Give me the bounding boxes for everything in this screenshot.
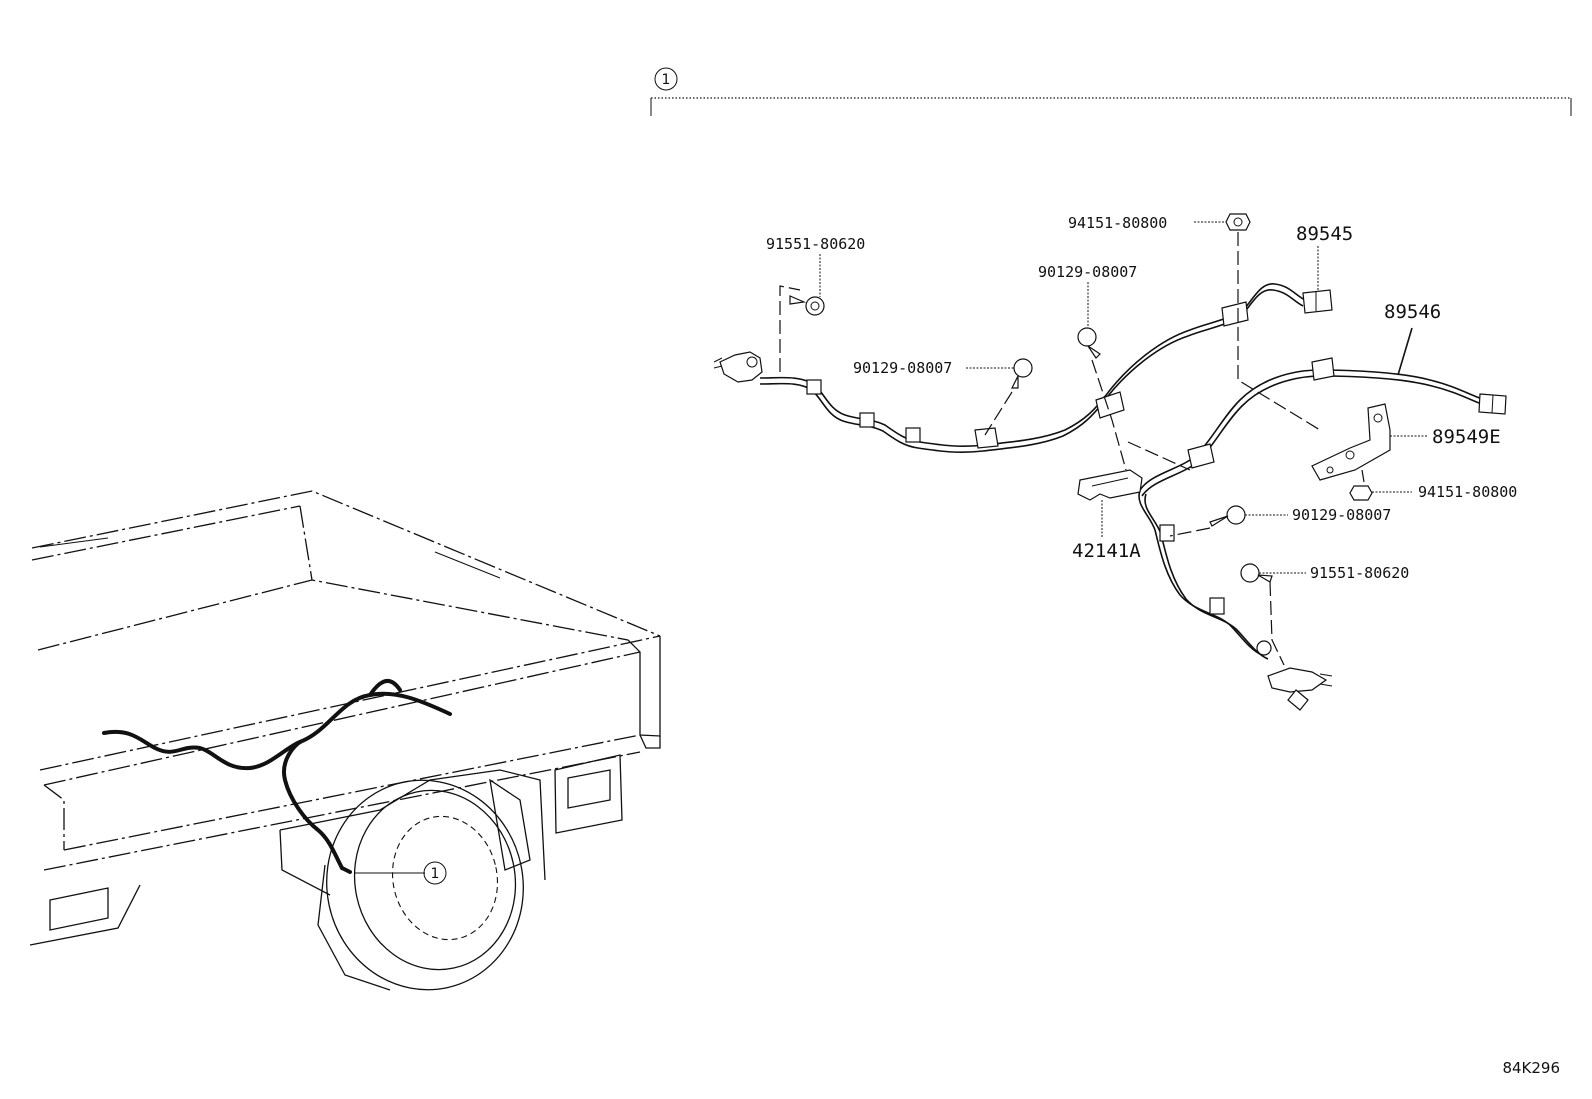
reference-code: 84K296 [1502, 1059, 1560, 1077]
truck-bed-illustration: 1 [29, 490, 661, 991]
label-42141A: 42141A [1072, 540, 1141, 562]
leader-lines [819, 221, 1428, 574]
label-90129-08007-right: 90129-08007 [1292, 506, 1391, 524]
nut-94151-80800-top-icon [1225, 213, 1251, 231]
bolt-90129-08007-mid-icon [1011, 358, 1033, 389]
assembly-callout-number: 1 [662, 72, 671, 88]
label-94151-80800-top: 94151-80800 [1068, 214, 1167, 232]
label-90129-08007-upper: 90129-08007 [1038, 263, 1137, 281]
label-89546: 89546 [1384, 301, 1441, 323]
bracket-89549E [1311, 403, 1391, 481]
bolt-90129-08007-right-icon [1209, 505, 1246, 527]
bracket-42141A [1077, 469, 1143, 501]
assembly-guides [779, 232, 1365, 666]
label-94151-80800-right: 94151-80800 [1418, 483, 1517, 501]
assembly-bracket: 1 [650, 67, 1572, 116]
bolt-91551-80620-left-icon [789, 295, 825, 316]
sensor-harness-89545 [713, 283, 1333, 454]
label-91551-80620-left: 91551-80620 [766, 235, 865, 253]
part-labels: 91551-80620 94151-80800 89545 90129-0800… [766, 214, 1517, 582]
label-91551-80620-right: 91551-80620 [1310, 564, 1409, 582]
nut-94151-80800-right-icon [1349, 485, 1373, 501]
bolt-91551-80620-right-icon [1240, 563, 1273, 583]
label-90129-08007-mid: 90129-08007 [853, 359, 952, 377]
bolt-90129-08007-upper-icon [1077, 327, 1101, 359]
label-89545: 89545 [1296, 223, 1353, 245]
fasteners [789, 213, 1373, 583]
sensor-harness-89546 [1138, 357, 1507, 711]
vehicle-callout-number: 1 [431, 866, 440, 882]
label-89549E: 89549E [1432, 426, 1501, 448]
